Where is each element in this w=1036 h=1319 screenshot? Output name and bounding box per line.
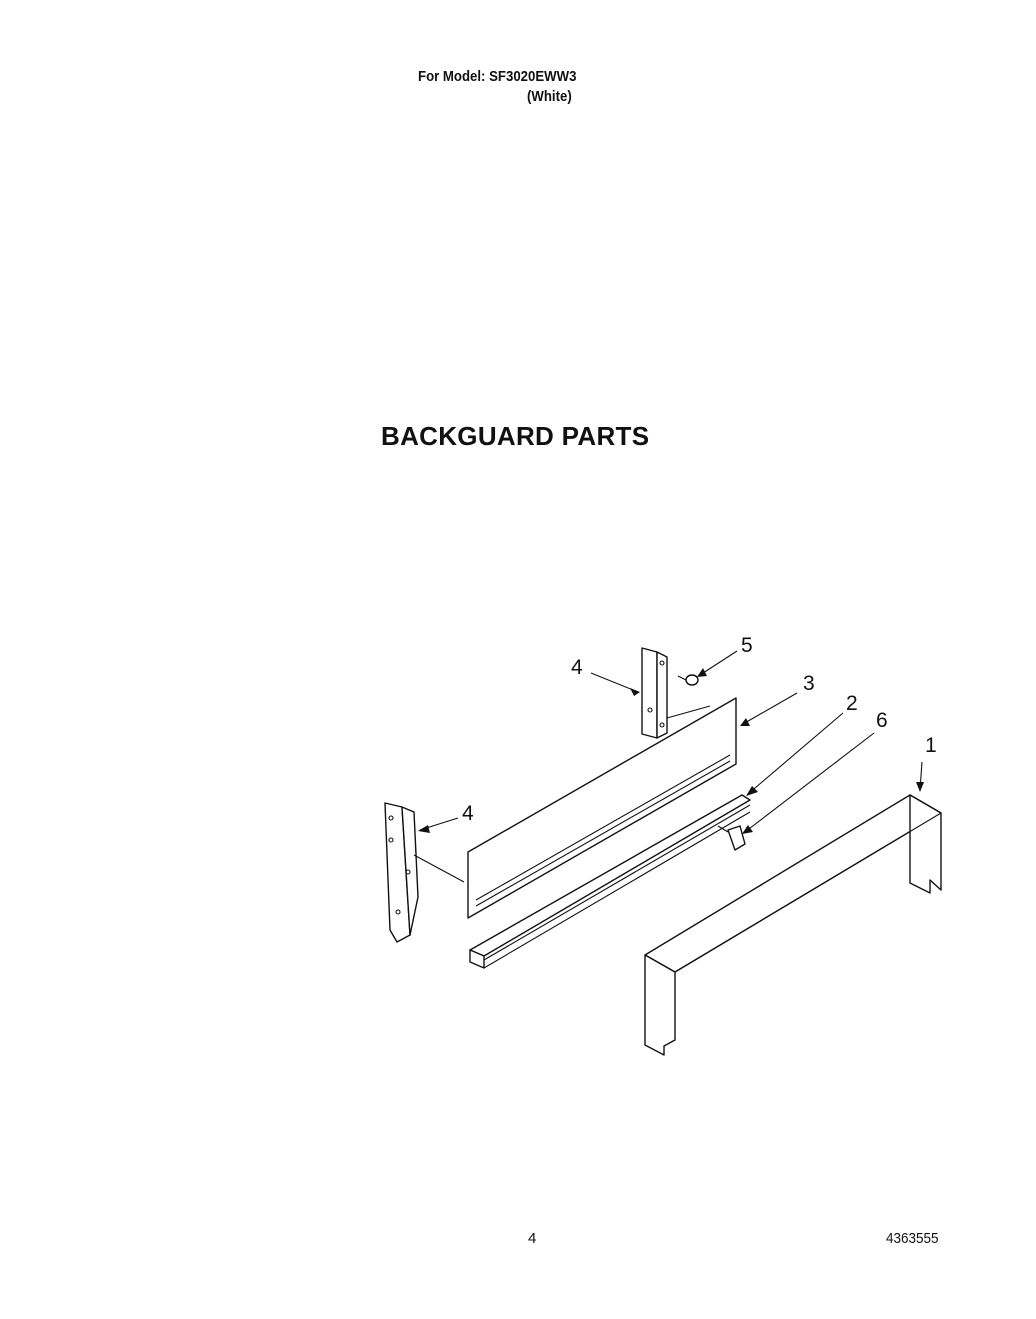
color-line: (White) <box>527 88 572 105</box>
page-number: 4 <box>528 1230 537 1247</box>
callout-3: 3 <box>803 672 815 695</box>
callout-4-left: 4 <box>462 802 474 825</box>
callout-5: 5 <box>741 634 753 657</box>
model-line: For Model: SF3020EWW3 <box>418 68 577 85</box>
callout-4-top: 4 <box>571 656 583 679</box>
part-3-panel <box>467 697 737 919</box>
part-4-left-bracket <box>384 802 465 943</box>
part-4-top-bracket <box>641 647 711 739</box>
leader-lines <box>418 650 924 834</box>
part-1-trim <box>644 794 942 1056</box>
part-5-screw <box>677 674 699 686</box>
callout-6: 6 <box>876 709 888 732</box>
document-number: 4363555 <box>886 1230 939 1247</box>
part-2-channel <box>469 794 751 969</box>
part-6-clip <box>717 825 746 851</box>
callout-1: 1 <box>925 734 937 757</box>
callout-2: 2 <box>846 692 858 715</box>
page-title: BACKGUARD PARTS <box>381 421 650 451</box>
